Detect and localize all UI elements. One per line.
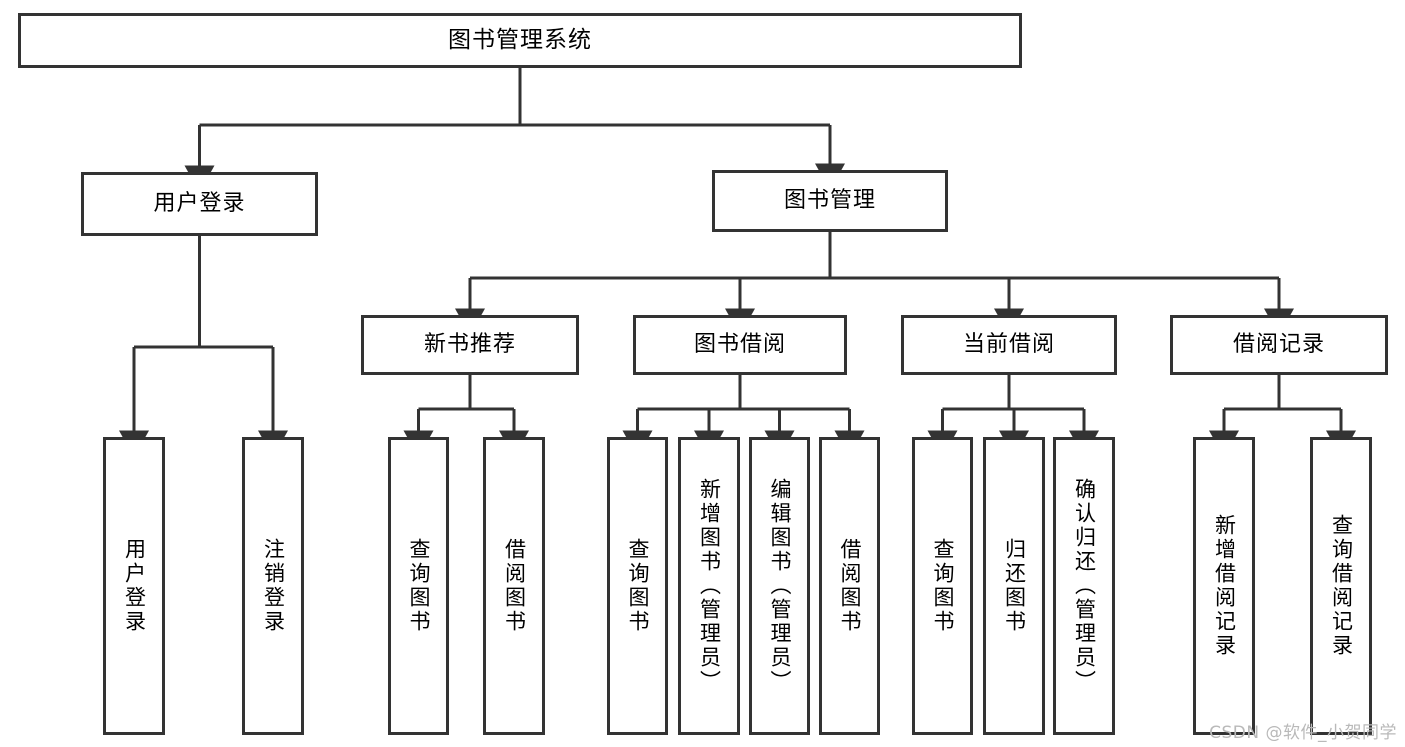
node-label: 查询图书 (931, 538, 955, 634)
node-leaf-7[interactable]: 借阅图书 (819, 437, 880, 735)
node-leaf-2[interactable]: 查询图书 (388, 437, 449, 735)
node-leaf-1[interactable]: 注销登录 (242, 437, 304, 735)
node-label: 借阅图书 (838, 538, 862, 634)
node-leaf-11[interactable]: 新增借阅记录 (1193, 437, 1255, 735)
node-leaf-6[interactable]: 编辑图书（管理员） (749, 437, 810, 735)
node-label: 查询图书 (407, 538, 431, 634)
node-l1-1[interactable]: 图书管理 (712, 170, 948, 232)
node-label: 图书管理系统 (448, 26, 592, 53)
node-leaf-3[interactable]: 借阅图书 (483, 437, 545, 735)
node-label: 图书借阅 (693, 332, 786, 358)
node-leaf-4[interactable]: 查询图书 (607, 437, 668, 735)
node-label: 确认归还（管理员） (1072, 478, 1097, 694)
node-l2-3[interactable]: 借阅记录 (1170, 315, 1388, 375)
node-leaf-9[interactable]: 归还图书 (983, 437, 1045, 735)
csdn-watermark: CSDN @软件_小贺同学 (1209, 723, 1397, 743)
node-l2-2[interactable]: 当前借阅 (901, 315, 1117, 375)
node-leaf-12[interactable]: 查询借阅记录 (1310, 437, 1372, 735)
node-label: 用户登录 (122, 538, 147, 634)
node-label: 新增图书（管理员） (697, 478, 722, 694)
node-leaf-10[interactable]: 确认归还（管理员） (1053, 437, 1115, 735)
node-leaf-5[interactable]: 新增图书（管理员） (678, 437, 740, 735)
node-label: 借阅记录 (1232, 332, 1325, 358)
node-label: 归还图书 (1002, 538, 1027, 634)
node-label: 查询借阅记录 (1329, 514, 1354, 658)
node-label: 新书推荐 (423, 332, 516, 358)
node-label: 图书管理 (783, 188, 876, 214)
node-leaf-8[interactable]: 查询图书 (912, 437, 973, 735)
node-root[interactable]: 图书管理系统 (18, 13, 1022, 68)
node-label: 借阅图书 (502, 538, 527, 634)
node-l1-0[interactable]: 用户登录 (81, 172, 318, 236)
node-leaf-0[interactable]: 用户登录 (103, 437, 165, 735)
node-label: 用户登录 (153, 191, 246, 217)
node-l2-1[interactable]: 图书借阅 (633, 315, 847, 375)
node-label: 编辑图书（管理员） (768, 478, 792, 694)
node-label: 注销登录 (261, 538, 286, 634)
node-label: 新增借阅记录 (1212, 514, 1237, 658)
node-label: 当前借阅 (962, 332, 1055, 358)
node-l2-0[interactable]: 新书推荐 (361, 315, 579, 375)
node-label: 查询图书 (626, 538, 650, 634)
